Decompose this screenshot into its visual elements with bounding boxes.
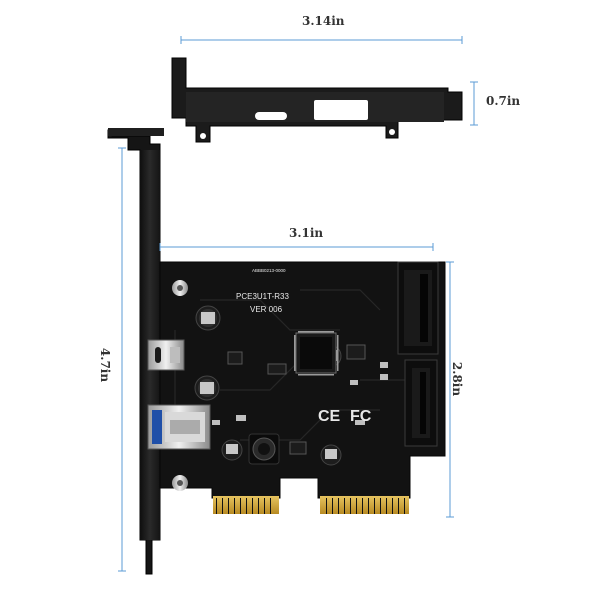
bracket-width-dimension xyxy=(180,36,463,44)
small-ic-4 xyxy=(227,351,243,365)
smd-part xyxy=(236,415,246,421)
capacitor-top xyxy=(195,305,221,331)
serial-label: ABBB0213-0000 xyxy=(252,268,286,273)
card-width-dimension xyxy=(159,243,434,251)
bracket-width-label: 3.14in xyxy=(302,14,345,28)
ce-mark: CE xyxy=(318,408,341,425)
usb-c-port xyxy=(147,339,185,371)
total-height-dimension xyxy=(118,147,126,572)
inductor xyxy=(248,433,280,465)
controller-chip xyxy=(294,331,339,376)
bracket-height-dimension xyxy=(470,81,478,126)
fc-mark: FC xyxy=(350,408,372,425)
small-ic-1 xyxy=(267,363,287,375)
small-ic-3 xyxy=(289,441,307,455)
total-height-label: 4.7in xyxy=(98,347,113,383)
card-height-dimension xyxy=(446,261,454,518)
low-profile-bracket xyxy=(171,57,463,143)
pcb-board: ABBB0213-0000 PCE3U1T-R33 VER 006 xyxy=(159,261,446,514)
version-label: VER 006 xyxy=(250,305,283,314)
pcie-x1-connector xyxy=(213,496,409,514)
model-label: PCE3U1T-R33 xyxy=(236,292,289,301)
capacitor-bottom xyxy=(194,375,220,401)
capacitor-left-small xyxy=(221,439,243,461)
small-ic-2 xyxy=(346,344,366,360)
usb-a-port xyxy=(147,404,211,450)
capacitor-right-lower xyxy=(320,444,342,466)
card-width-label: 3.1in xyxy=(289,226,324,240)
bracket-height-label: 0.7in xyxy=(486,94,521,108)
card-height-label: 2.8in xyxy=(450,361,465,397)
bracket-usbc-cutout xyxy=(255,112,287,120)
sata-power-connector xyxy=(404,359,438,447)
internal-usb3-header xyxy=(397,261,439,355)
bracket-usba-cutout xyxy=(314,100,368,120)
